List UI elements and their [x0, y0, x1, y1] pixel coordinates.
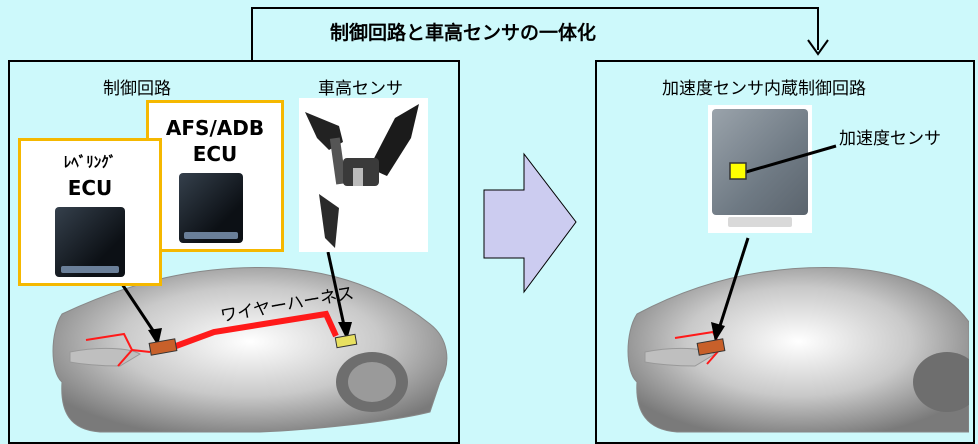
leveling-ecu-box: ﾚﾍﾞﾘﾝｸﾞ ECU [18, 138, 162, 286]
afs-adb-ecu-box: AFS/ADB ECU [146, 100, 284, 252]
integrated-circuit-title: 加速度センサ内蔵制御回路 [662, 79, 866, 99]
afs-adb-title-line1: AFS/ADB [165, 116, 265, 140]
accel-sensor-label: 加速度センサ [839, 129, 941, 149]
wiring-right [674, 144, 837, 365]
integration-connector-arrow [251, 7, 829, 60]
page-title: 制御回路と車高センサの一体化 [330, 22, 597, 44]
height-sensor-photo [299, 98, 428, 252]
leveling-title-line1: ﾚﾍﾞﾘﾝｸﾞ [63, 153, 117, 171]
car-silhouette-right [627, 266, 969, 433]
afs-adb-title-line2: ECU [192, 142, 238, 166]
accel-sensor-square [729, 162, 747, 180]
car-silhouette-left [52, 267, 448, 433]
wiring-left [85, 251, 358, 367]
height-sensor-label: 車高センサ [318, 79, 403, 99]
wire-harness [174, 310, 339, 349]
leveling-ecu-image [55, 207, 125, 277]
leveling-title-line2: ECU [67, 176, 113, 200]
afs-adb-ecu-image [179, 173, 243, 243]
transition-arrow [483, 152, 577, 294]
control-circuit-label: 制御回路 [103, 79, 171, 99]
